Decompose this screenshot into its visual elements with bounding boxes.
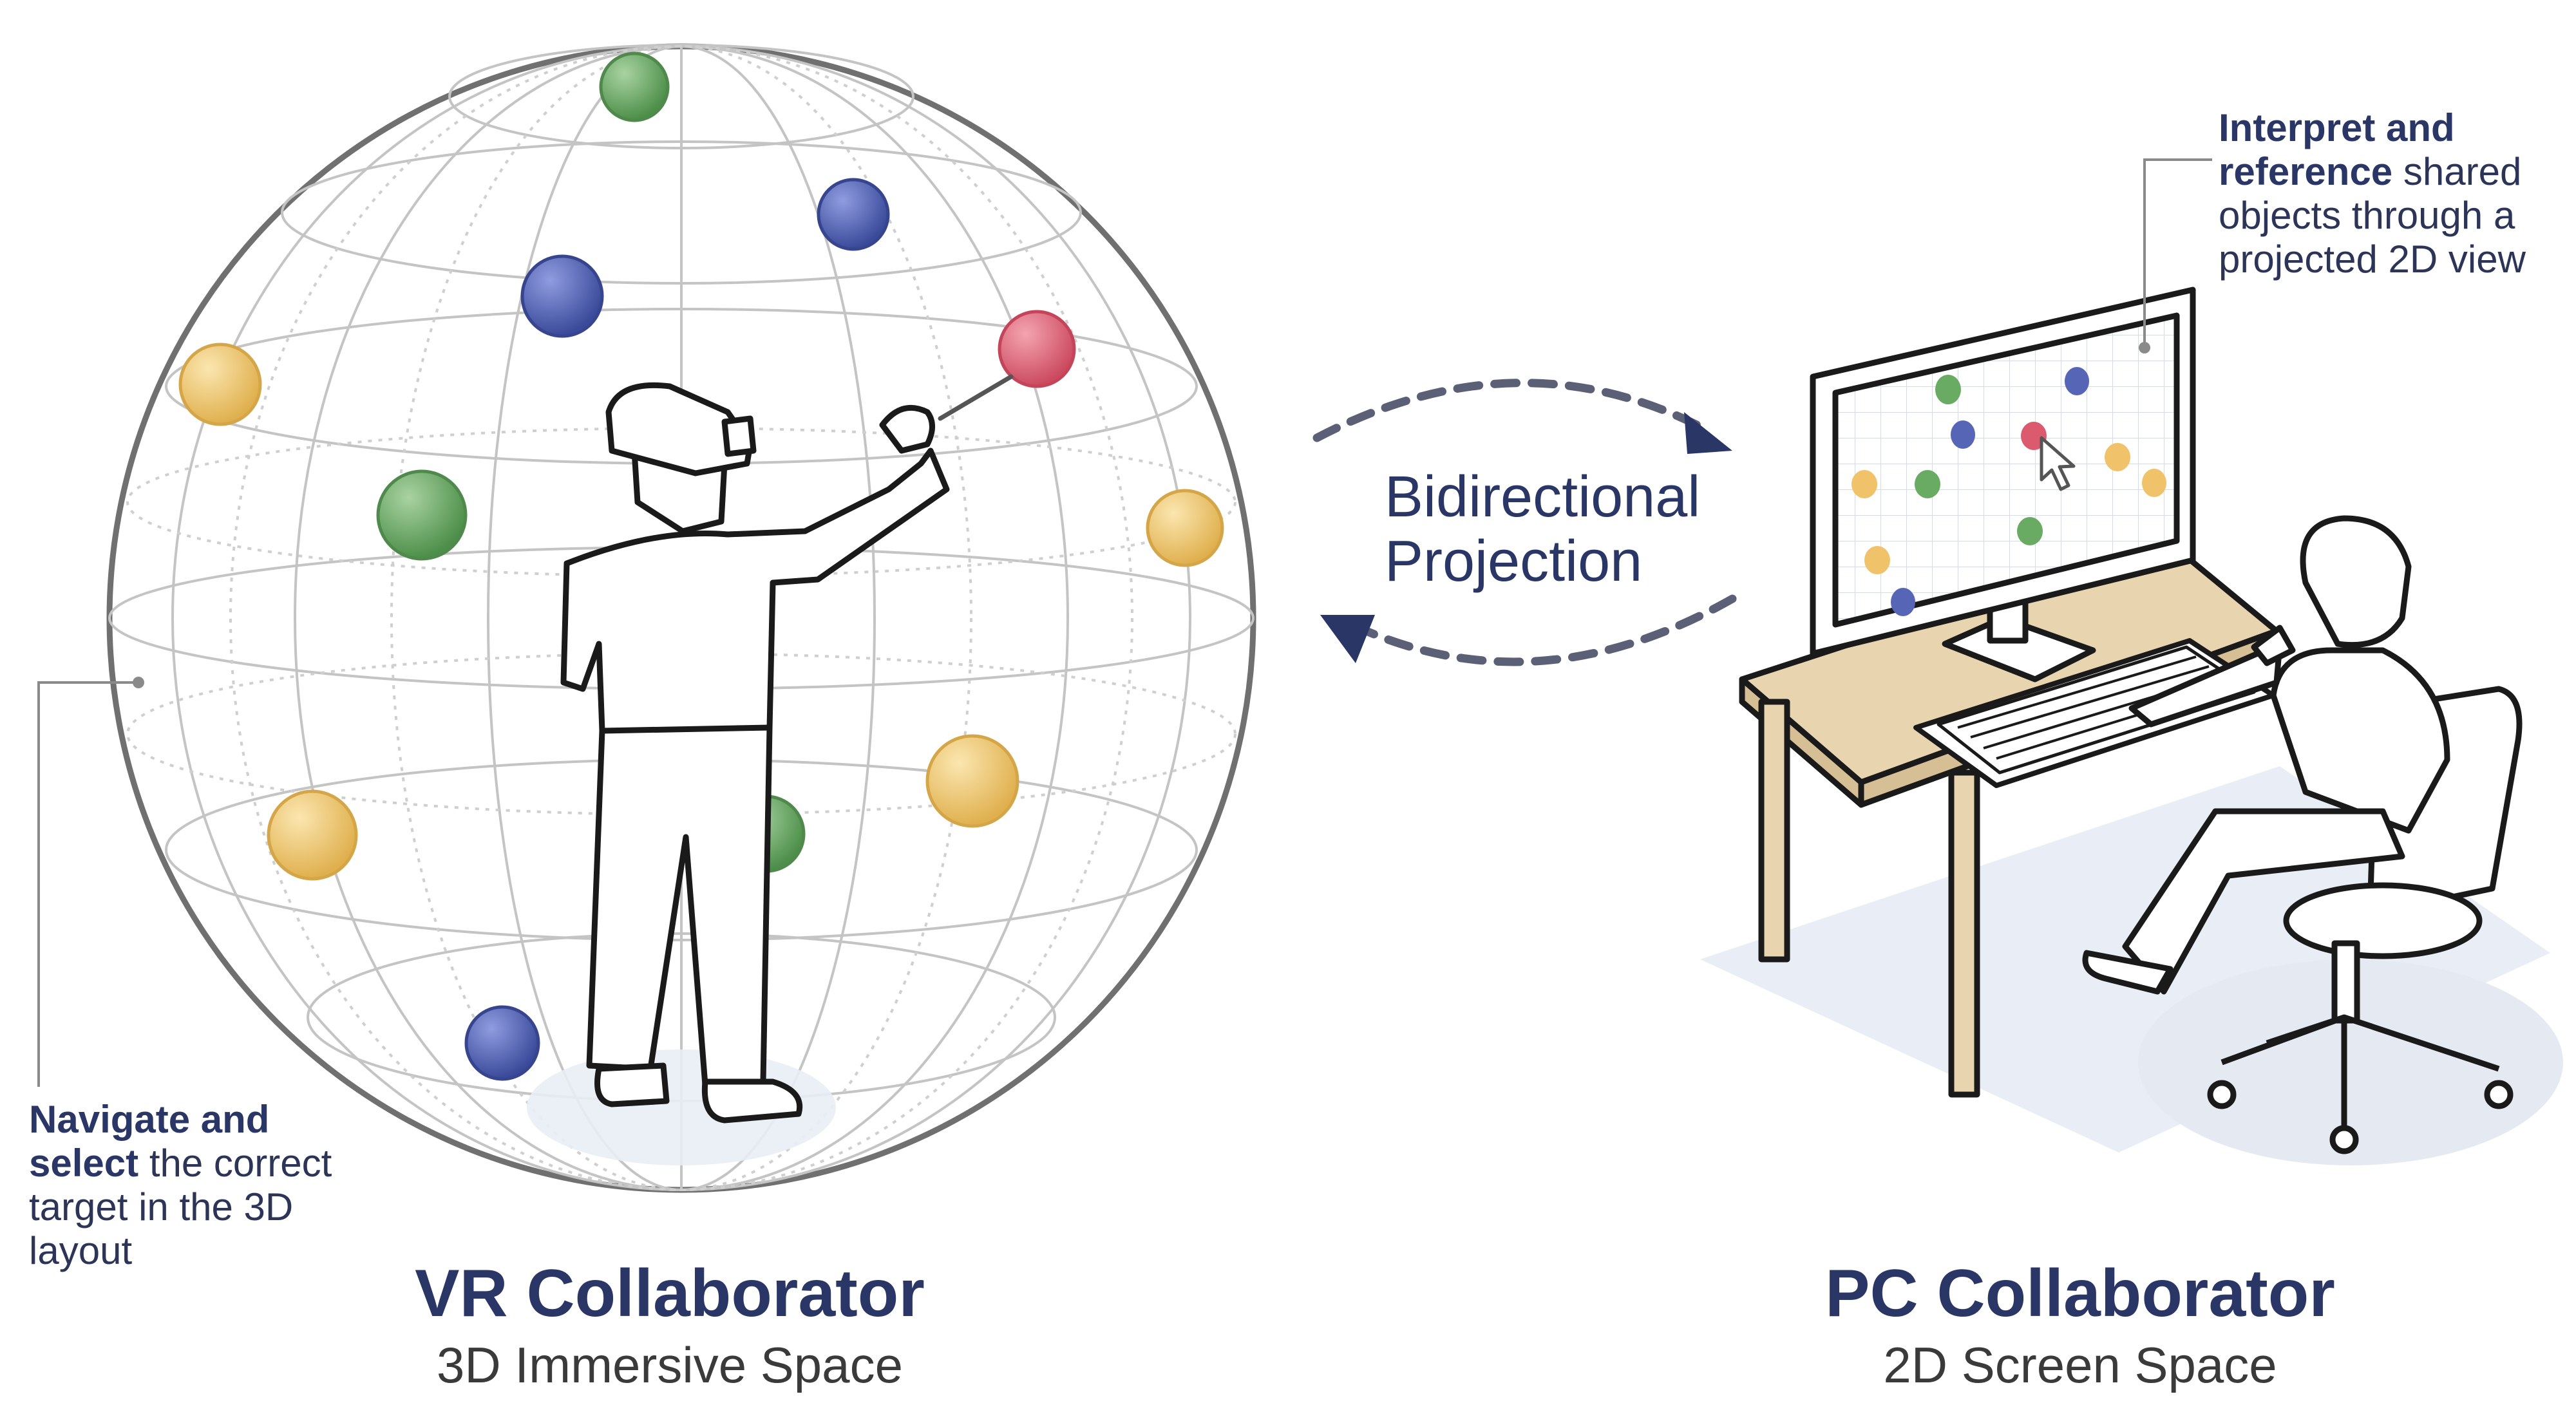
monitor-screen bbox=[1832, 312, 2180, 628]
vr-annotation-dot bbox=[133, 677, 144, 688]
yellow-sphere bbox=[925, 734, 1019, 828]
yellow-sphere bbox=[178, 343, 262, 426]
red-sphere bbox=[998, 310, 1076, 388]
blue-dot bbox=[1951, 420, 1975, 449]
yellow-dot bbox=[1864, 546, 1890, 574]
vr-annotation-leader bbox=[37, 681, 138, 1087]
keyboard bbox=[1913, 638, 2276, 788]
monitor bbox=[1810, 287, 2196, 682]
green-dot bbox=[1935, 375, 1961, 404]
vr-annotation-text: the correct target in the 3D layout bbox=[29, 1142, 332, 1272]
pc-annotation-leader bbox=[2143, 158, 2212, 348]
arrowhead-left bbox=[1320, 615, 1375, 663]
office-chair bbox=[2207, 686, 2523, 1154]
vr-title: VR Collaborator bbox=[415, 1256, 925, 1331]
pc-annotation-strong: Interpret and reference bbox=[2219, 106, 2455, 193]
vr-subtitle: 3D Immersive Space bbox=[437, 1337, 903, 1393]
blue-sphere bbox=[520, 254, 604, 338]
pc-title: PC Collaborator bbox=[1825, 1256, 2335, 1331]
pc-subtitle: 2D Screen Space bbox=[1883, 1337, 2277, 1393]
green-dot bbox=[1915, 470, 1940, 498]
blue-dot bbox=[1891, 588, 1915, 616]
blue-sphere bbox=[817, 178, 890, 251]
vr-annotation: Navigate and select the correct target i… bbox=[29, 1098, 351, 1273]
arrowhead-right bbox=[1684, 412, 1732, 454]
pc-annotation-dot bbox=[2139, 342, 2150, 353]
cursor-icon bbox=[2040, 436, 2076, 491]
vr-user-figure bbox=[560, 374, 1014, 1124]
pc-annotation: Interpret and reference shared objects t… bbox=[2219, 106, 2566, 281]
blue-dot bbox=[2065, 367, 2089, 395]
yellow-sphere bbox=[1146, 489, 1224, 567]
green-dot bbox=[2017, 517, 2043, 545]
projection-label-line1: Bidirectional bbox=[1385, 465, 1701, 529]
projection-arrows bbox=[1312, 379, 1737, 666]
pc-user-figure bbox=[2082, 515, 2450, 995]
green-sphere bbox=[599, 52, 670, 122]
yellow-dot bbox=[2105, 443, 2130, 471]
vr-annotation-strong: Navigate and select bbox=[29, 1098, 270, 1185]
blue-sphere bbox=[464, 1005, 540, 1081]
green-sphere bbox=[376, 469, 468, 561]
yellow-sphere bbox=[267, 789, 358, 881]
pc-annotation-text: shared objects through a projected 2D vi… bbox=[2219, 150, 2526, 281]
projection-label: Bidirectional Projection bbox=[1385, 465, 1719, 594]
screen-dots bbox=[1852, 367, 2166, 616]
vr-spheres bbox=[178, 52, 1224, 1081]
yellow-dot bbox=[2142, 469, 2166, 497]
projection-label-line2: Projection bbox=[1385, 529, 1643, 594]
chair-shadow bbox=[2138, 959, 2563, 1165]
yellow-dot bbox=[1852, 470, 1877, 498]
